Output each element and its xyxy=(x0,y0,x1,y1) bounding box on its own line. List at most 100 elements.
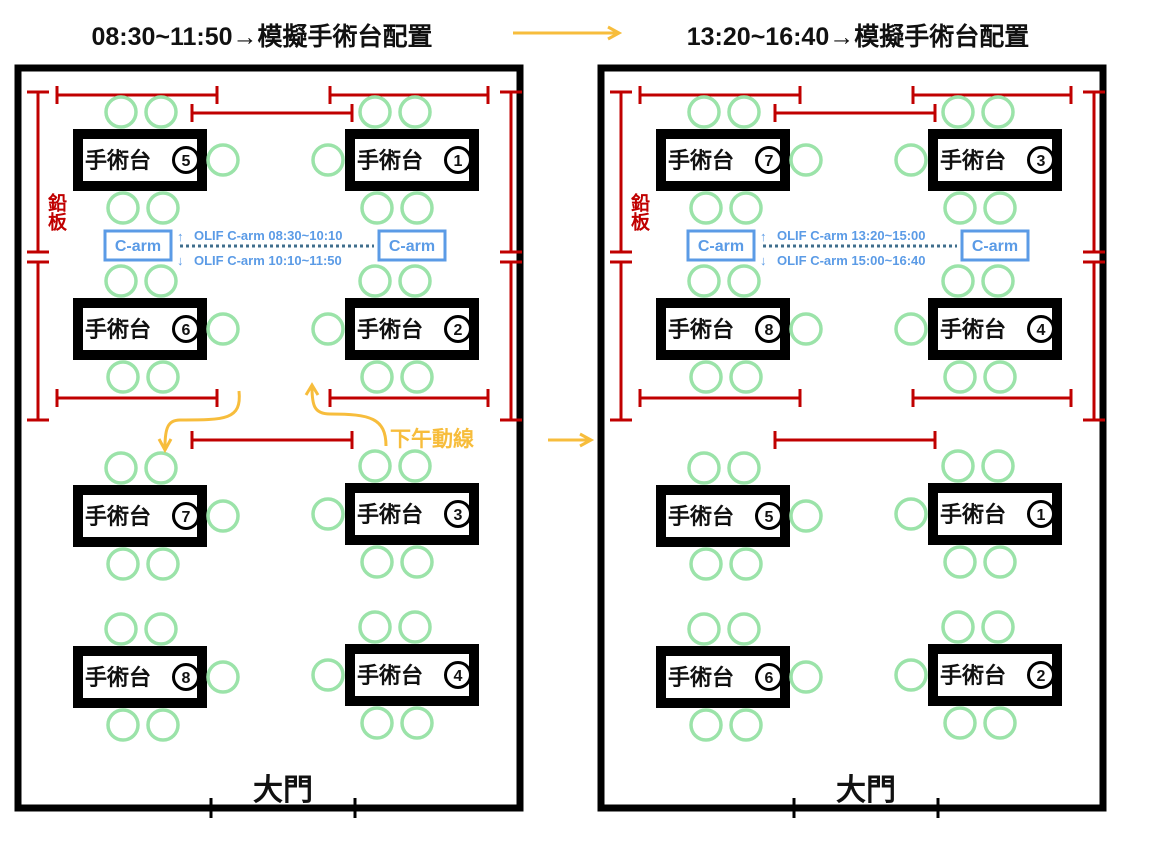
seat-circle xyxy=(146,360,180,394)
c-arm-left-box[interactable] xyxy=(686,229,756,262)
seat-circle xyxy=(104,264,138,298)
table-number: 3 xyxy=(454,507,463,524)
table-label: 手術台 xyxy=(357,502,423,528)
main-door-label: 大門 xyxy=(836,773,896,808)
table-label: 手術台 xyxy=(940,317,1006,343)
lead-shield-segment xyxy=(190,431,354,449)
table-label: 手術台 xyxy=(668,504,734,530)
seat-circle xyxy=(106,708,140,742)
seat-circle xyxy=(789,312,823,346)
table-number-badge xyxy=(1027,315,1055,343)
c-arm-right-box[interactable] xyxy=(377,229,447,262)
seat-circle xyxy=(727,612,761,646)
table-number-badge xyxy=(444,146,472,174)
table-number: 3 xyxy=(1037,153,1046,170)
lead-shield-label: 鉛板 xyxy=(45,192,67,232)
seat-circle xyxy=(106,191,140,225)
table-number: 7 xyxy=(182,509,191,526)
operating-table[interactable]: 手術台 6 xyxy=(73,298,207,360)
lead-shield-segment xyxy=(1083,260,1105,422)
route-path xyxy=(310,386,388,447)
seat-circle xyxy=(104,95,138,129)
seat-circle xyxy=(689,360,723,394)
lead-shield-segment xyxy=(27,260,49,422)
seat-circle xyxy=(144,451,178,485)
lead-shield-segment xyxy=(638,86,802,104)
c-arm-right-box[interactable] xyxy=(960,229,1030,262)
seat-circle xyxy=(789,499,823,533)
lead-shield-segment xyxy=(27,90,49,254)
seat-circle xyxy=(360,706,394,740)
seat-circle xyxy=(360,545,394,579)
c-arm-left-box[interactable] xyxy=(103,229,173,262)
table-number-badge xyxy=(444,315,472,343)
seat-circle xyxy=(206,143,240,177)
seat-circle xyxy=(894,658,928,692)
seat-circle xyxy=(398,449,432,483)
arrow-right-icon xyxy=(548,432,595,448)
arrow-up-icon xyxy=(304,382,320,396)
c-arm-left-label: C-arm xyxy=(115,238,161,255)
route-path xyxy=(163,390,241,448)
table-number: 6 xyxy=(765,670,774,687)
operating-table[interactable]: 手術台 3 xyxy=(928,129,1062,191)
seat-circle xyxy=(894,312,928,346)
table-label: 手術台 xyxy=(940,502,1006,528)
table-label: 手術台 xyxy=(85,317,151,343)
table-frame xyxy=(73,485,207,547)
table-label: 手術台 xyxy=(357,317,423,343)
table-number-badge xyxy=(755,502,783,530)
table-number-badge xyxy=(172,663,200,691)
table-number: 1 xyxy=(454,153,463,170)
operating-table[interactable]: 手術台 3 xyxy=(345,483,479,545)
seat-circle xyxy=(106,547,140,581)
table-number-badge xyxy=(1027,500,1055,528)
seat-circle xyxy=(687,451,721,485)
operating-table[interactable]: 手術台 6 xyxy=(656,646,790,708)
arrow-right-icon xyxy=(513,25,623,41)
table-label: 手術台 xyxy=(940,148,1006,174)
table-number: 6 xyxy=(182,322,191,339)
arrow-down-icon xyxy=(157,438,173,454)
table-number-badge xyxy=(755,315,783,343)
seat-circle xyxy=(729,708,763,742)
seat-circle xyxy=(358,610,392,644)
seat-circle xyxy=(146,708,180,742)
seat-circle xyxy=(729,547,763,581)
seat-circle xyxy=(206,660,240,694)
c-arm-upper-schedule: OLIF C-arm 08:30~10:10 xyxy=(194,228,342,243)
lead-shield-segment xyxy=(911,86,1073,104)
arrow-down-icon: ↓ xyxy=(177,253,184,268)
seat-circle xyxy=(981,610,1015,644)
lead-shield-segment xyxy=(55,389,219,407)
seat-circle xyxy=(358,264,392,298)
table-label: 手術台 xyxy=(668,665,734,691)
table-number-badge xyxy=(1027,146,1055,174)
seat-circle xyxy=(144,264,178,298)
seat-circle xyxy=(398,610,432,644)
lead-shield-segment xyxy=(773,431,937,449)
afternoon-route-label: 下午動線 xyxy=(390,427,474,451)
seat-circle xyxy=(360,360,394,394)
c-arm-upper-schedule: OLIF C-arm 13:20~15:00 xyxy=(777,228,925,243)
arrow-down-icon: ↓ xyxy=(760,253,767,268)
seat-circle xyxy=(146,547,180,581)
seat-circle xyxy=(983,545,1017,579)
lead-shield-segment xyxy=(55,86,219,104)
table-frame xyxy=(928,129,1062,191)
seat-circle xyxy=(360,191,394,225)
c-arm-right-label: C-arm xyxy=(389,238,435,255)
